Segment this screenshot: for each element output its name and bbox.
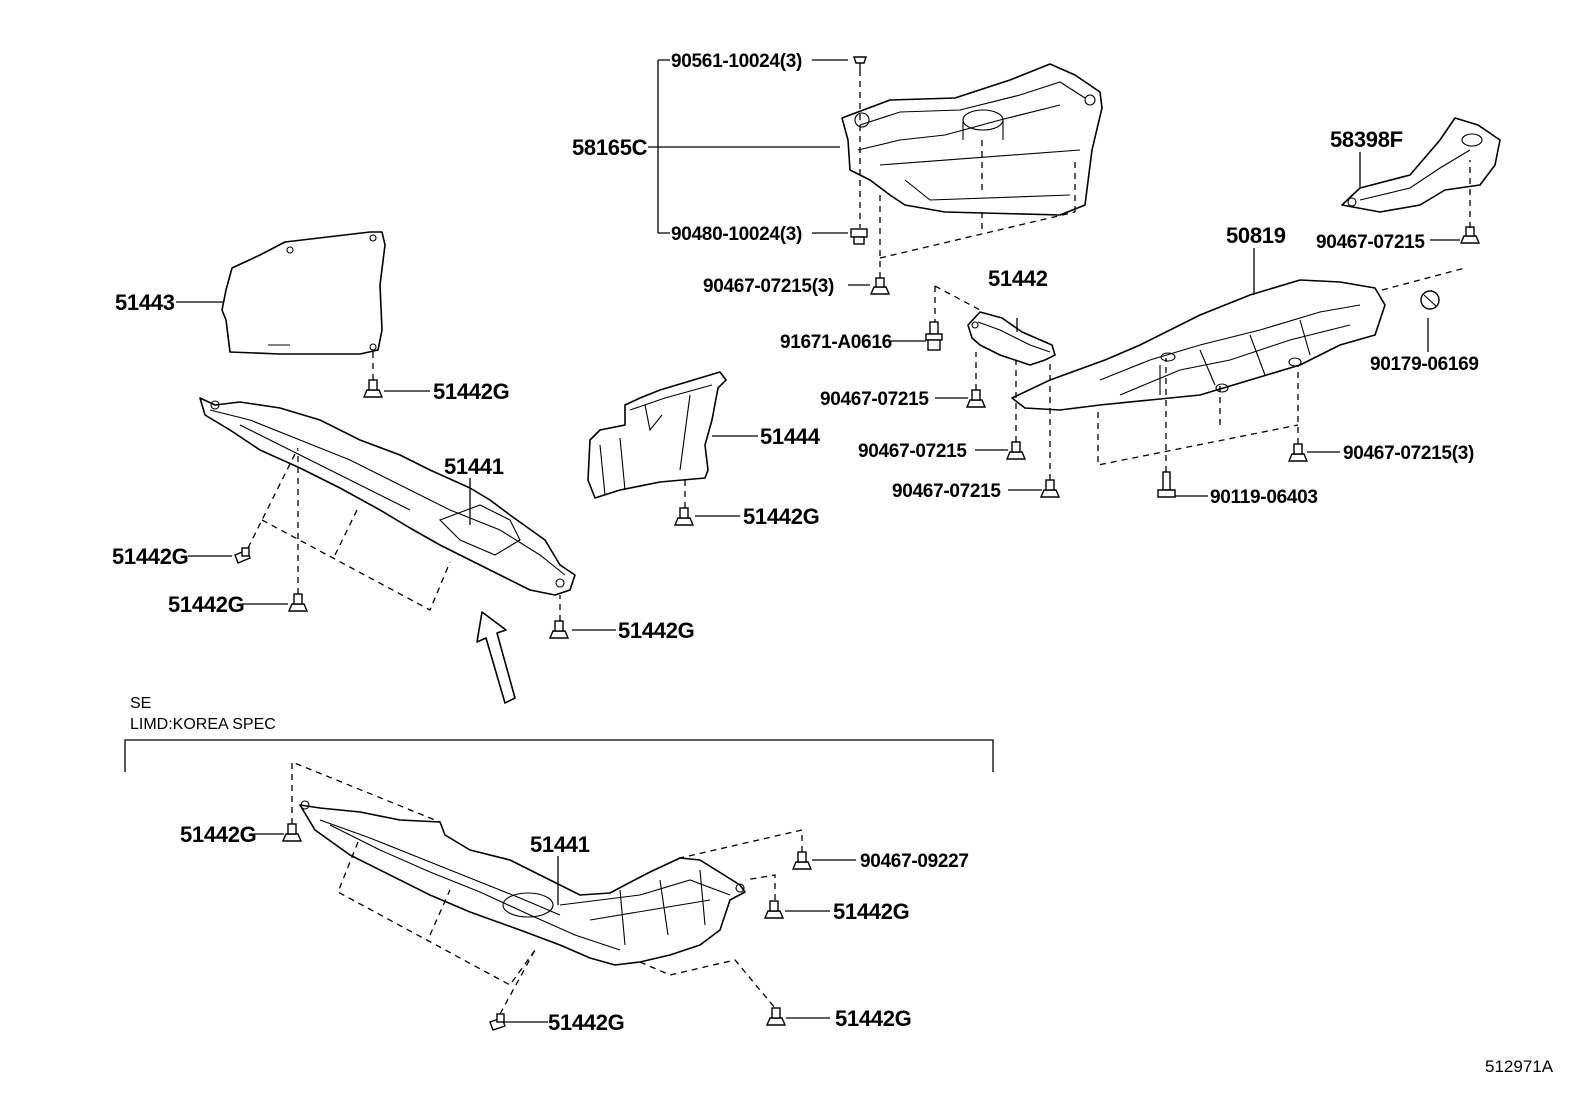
label-51442G-h: 51442G bbox=[548, 1010, 625, 1035]
label-51442G-a: 51442G bbox=[433, 379, 510, 404]
clip-icon bbox=[673, 507, 695, 526]
label-58398F: 58398F bbox=[1330, 127, 1403, 152]
label-51442G-i: 51442G bbox=[835, 1006, 912, 1031]
variant-bracket bbox=[124, 739, 994, 772]
label-58165C: 58165C bbox=[572, 135, 648, 160]
part-58165C-illustration bbox=[841, 63, 1103, 216]
clip-icon bbox=[765, 1007, 787, 1026]
label-90467-07215-3: 90467-07215(3) bbox=[703, 276, 834, 297]
bolt-icon bbox=[869, 277, 891, 295]
label-90480-10024: 90480-10024(3) bbox=[671, 224, 802, 245]
clip-icon bbox=[287, 593, 309, 612]
label-51442G-f: 51442G bbox=[180, 822, 257, 847]
clip-icon bbox=[548, 620, 570, 639]
part-51442-illustration bbox=[967, 311, 1056, 366]
bolt-icon bbox=[1157, 471, 1176, 498]
label-50819: 50819 bbox=[1226, 223, 1286, 248]
label-51442G-d: 51442G bbox=[168, 592, 245, 617]
label-90179-06169: 90179-06169 bbox=[1370, 354, 1479, 375]
label-51443: 51443 bbox=[115, 290, 175, 315]
leader-lines bbox=[176, 59, 1471, 1023]
fasteners bbox=[234, 56, 1481, 1031]
bolt-icon bbox=[925, 321, 943, 351]
label-51441-upper: 51441 bbox=[444, 454, 504, 479]
label-90467-09227: 90467-09227 bbox=[860, 851, 969, 872]
label-51442G-c: 51442G bbox=[112, 544, 189, 569]
bolt-icon bbox=[1287, 443, 1309, 462]
part-51441a-illustration bbox=[199, 397, 576, 596]
label-90119-06403: 90119-06403 bbox=[1210, 487, 1318, 508]
label-90467-07215-m2: 90467-07215 bbox=[858, 441, 967, 462]
diagram-reference-number: 512971A bbox=[1485, 1057, 1554, 1076]
label-51442G-e: 51442G bbox=[618, 618, 695, 643]
label-90467-07215-right: 90467-07215 bbox=[1316, 232, 1425, 253]
note-se: SE bbox=[130, 695, 151, 712]
part-51443-illustration bbox=[221, 231, 386, 355]
part-58398F-illustration bbox=[1341, 117, 1501, 213]
note-limited: LIMD:KOREA SPEC bbox=[130, 716, 276, 733]
clip-icon bbox=[234, 547, 251, 564]
label-90561-10024: 90561-10024(3) bbox=[671, 51, 802, 72]
label-90467-07215-m1: 90467-07215 bbox=[820, 389, 929, 410]
clip-icon bbox=[362, 379, 384, 398]
bolt-icon bbox=[1005, 441, 1027, 460]
label-91671-A0616: 91671-A0616 bbox=[780, 332, 892, 353]
part-labels: 90561-10024(3) 58165C 90480-10024(3) 904… bbox=[112, 51, 1554, 1076]
grommet-icon bbox=[1420, 290, 1440, 310]
label-90467-07215-m3: 90467-07215 bbox=[892, 481, 1001, 502]
clip-icon bbox=[489, 1013, 506, 1031]
bolt-icon bbox=[791, 851, 813, 870]
clip-icon bbox=[281, 823, 303, 842]
clip-icon bbox=[853, 56, 867, 70]
bolt-icon bbox=[965, 389, 987, 408]
direction-arrow bbox=[476, 611, 516, 704]
label-51442G-b: 51442G bbox=[743, 504, 820, 529]
label-51442G-g: 51442G bbox=[833, 899, 910, 924]
label-90467-07215-3b: 90467-07215(3) bbox=[1343, 443, 1474, 464]
part-51441b-illustration bbox=[299, 800, 746, 966]
clip-icon bbox=[763, 900, 785, 919]
nut-icon bbox=[850, 228, 868, 245]
label-51444: 51444 bbox=[760, 424, 821, 449]
bolt-icon bbox=[1039, 479, 1061, 498]
bolt-icon bbox=[1459, 226, 1481, 244]
part-51444-illustration bbox=[587, 371, 727, 499]
part-50819-illustration bbox=[1011, 279, 1386, 411]
label-51442: 51442 bbox=[988, 266, 1048, 291]
label-51441-lower: 51441 bbox=[530, 832, 590, 857]
